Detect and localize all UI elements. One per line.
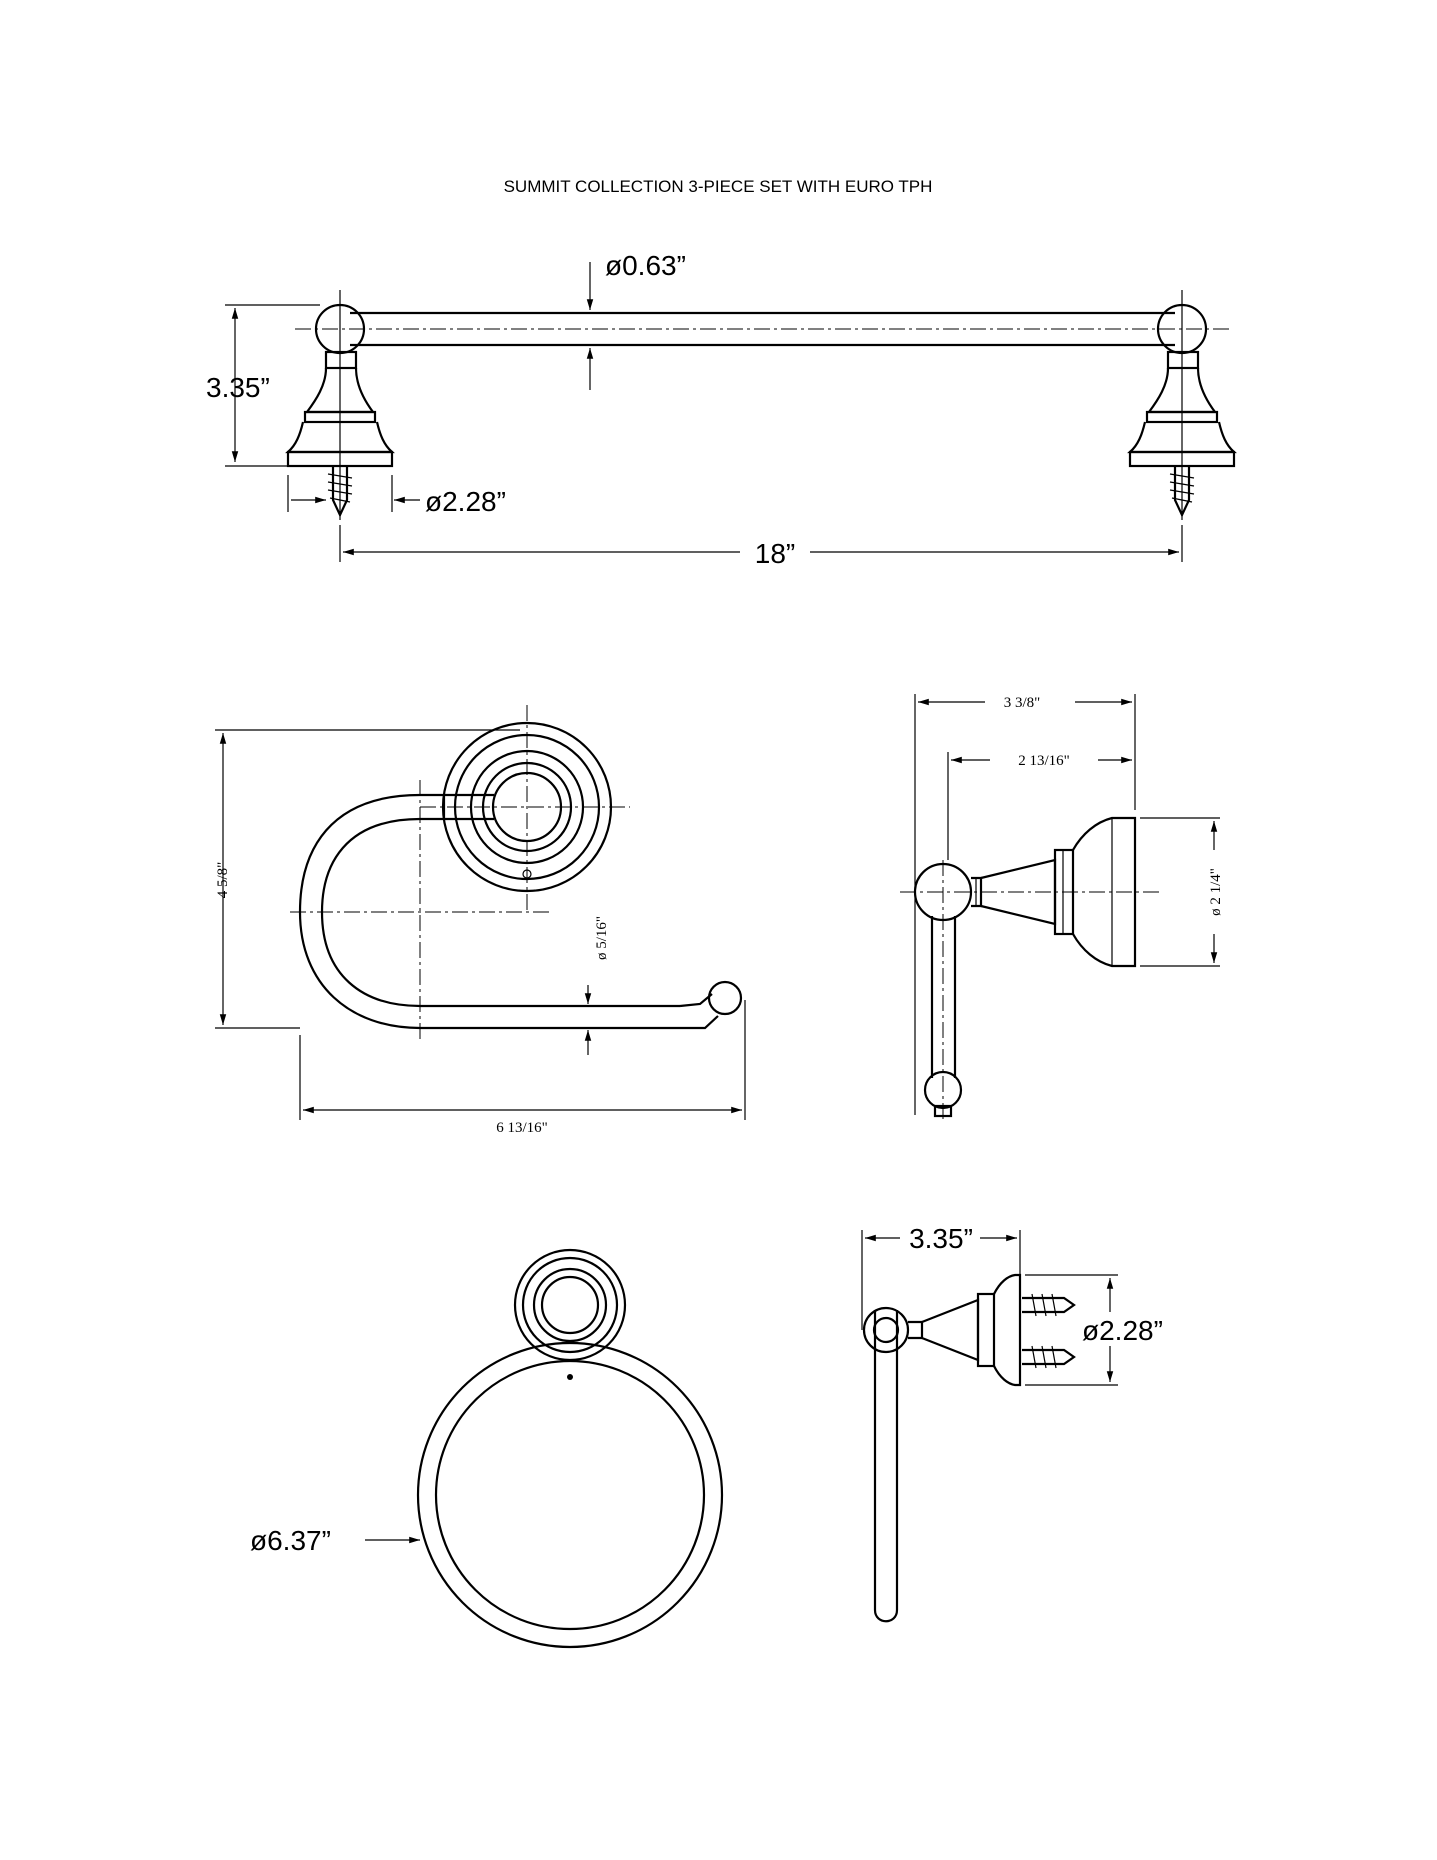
sheet-title: SUMMIT COLLECTION 3-PIECE SET WITH EURO … [504, 177, 933, 196]
paper-holder-front-drawing [215, 705, 746, 1120]
towel-ring-side-drawing [861, 1230, 1118, 1623]
paper-holder-overall-depth-label: 3 3/8" [1004, 695, 1041, 711]
side-dim-label-bg [985, 694, 1075, 710]
towel-bar-base-diameter-label: ø2.28” [425, 486, 506, 517]
towel-bar-rod-diameter-label: ø0.63” [605, 250, 686, 281]
paper-holder-post-depth-label: 2 13/16" [1018, 753, 1070, 769]
side-dim-label-bg-3 [1206, 850, 1222, 934]
side-dim-label-bg-2 [990, 752, 1098, 768]
paper-holder-width-label: 6 13/16" [496, 1120, 548, 1136]
paper-holder-height-label: 4 5/8" [215, 862, 231, 899]
towel-ring-base-diameter-label: ø2.28” [1082, 1315, 1163, 1346]
ring-side-label-bg-2 [1080, 1312, 1188, 1346]
towel-ring-front-drawing [365, 1248, 724, 1649]
towel-bar-height-label: 3.35” [206, 372, 270, 403]
towel-bar-length-label: 18” [755, 538, 795, 569]
towel-ring-diameter-label: ø6.37” [250, 1525, 331, 1556]
towel-ring-depth-label: 3.35” [909, 1223, 973, 1254]
paper-holder-base-diameter-label: ø 2 1/4" [1208, 868, 1224, 916]
paper-holder-side-drawing [900, 694, 1220, 1120]
ring-side-label-bg [900, 1220, 980, 1250]
paper-holder-rod-diameter-label: ø 5/16" [594, 916, 610, 960]
towel-bar-drawing [225, 262, 1237, 562]
